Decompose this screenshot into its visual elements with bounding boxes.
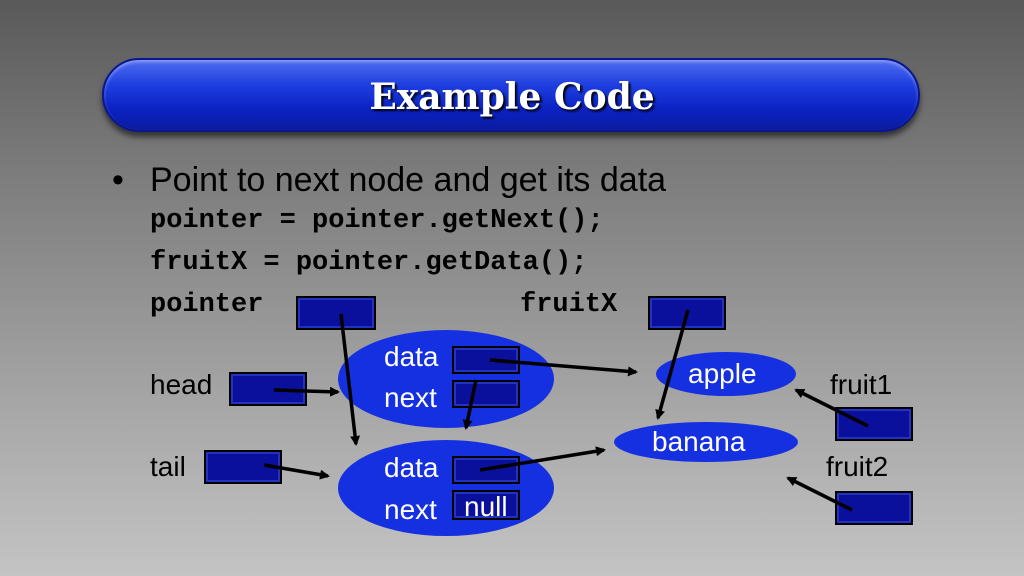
- fruit2-arrow: [786, 476, 853, 512]
- node1-next-arrow: [462, 379, 478, 430]
- node2-next-box: [452, 490, 520, 520]
- tail-arrow: [263, 463, 330, 480]
- fruitx-arrow: [655, 309, 690, 420]
- banana-text: banana: [652, 426, 746, 457]
- pointer-box: [296, 296, 376, 330]
- node2-next-label: next: [384, 494, 437, 525]
- bullet-marker: •: [112, 161, 124, 199]
- tail-box: [204, 450, 282, 484]
- slide-title: Example Code: [369, 76, 655, 118]
- fruitx-box: [648, 296, 726, 330]
- banana-ellipse: [614, 422, 798, 462]
- fruit2-label: fruit2: [826, 451, 889, 482]
- head-arrow: [273, 386, 340, 397]
- node2-data-label: data: [384, 452, 439, 483]
- pointer-label: pointer: [150, 290, 264, 320]
- fruitx-label: fruitX: [520, 290, 618, 320]
- apple-ellipse: [656, 352, 796, 396]
- bullet-text: Point to next node and get its data: [150, 161, 667, 199]
- pointer-arrow: [339, 313, 361, 446]
- tail-label: tail: [150, 451, 186, 482]
- code-line-1: pointer = pointer.getNext();: [150, 206, 604, 236]
- fruit1-label: fruit1: [830, 369, 893, 400]
- fruit1-arrow: [794, 388, 869, 428]
- node1-data-label: data: [384, 341, 439, 372]
- head-label: head: [150, 369, 213, 400]
- title-banner: [102, 58, 920, 132]
- node1-data-arrow: [489, 358, 638, 377]
- node2-data-arrow: [479, 446, 606, 472]
- code-line-2: fruitX = pointer.getData();: [150, 248, 588, 278]
- node2-null-value: null: [464, 491, 508, 522]
- fruit1-box: [835, 407, 913, 441]
- node1-next-label: next: [384, 382, 437, 413]
- apple-text: apple: [688, 358, 757, 389]
- node1-next-box: [452, 380, 520, 408]
